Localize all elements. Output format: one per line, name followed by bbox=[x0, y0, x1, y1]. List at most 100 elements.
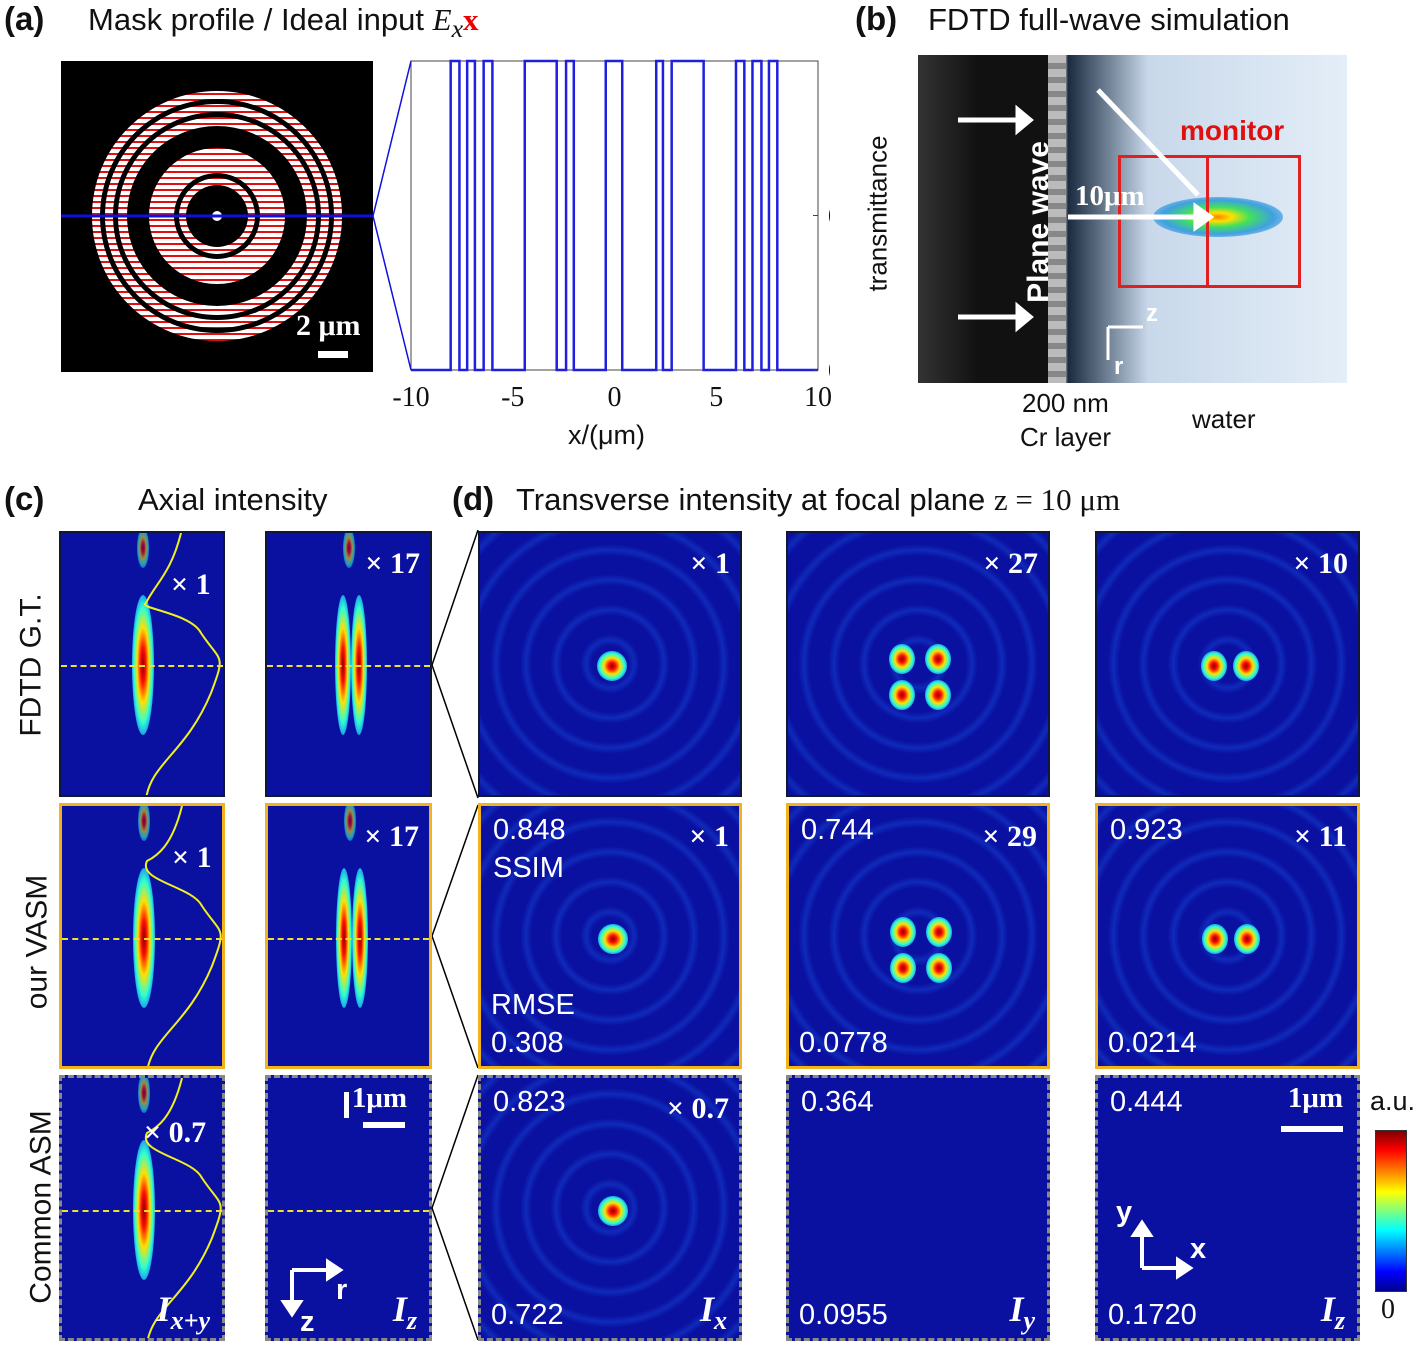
focal-spot bbox=[1200, 651, 1227, 681]
plane-wave-label: Plane wave bbox=[1021, 141, 1055, 303]
profile-line bbox=[411, 59, 818, 372]
scale-factor: × 1 bbox=[690, 547, 730, 580]
scale-factor: × 11 bbox=[1294, 820, 1347, 853]
ssim-label: SSIM bbox=[493, 852, 564, 884]
profile-chart: 00.51 bbox=[372, 55, 830, 385]
axis-y-label: y bbox=[1116, 1196, 1133, 1228]
side-lobe bbox=[137, 533, 149, 568]
panel-r2-c1: × 1 bbox=[59, 803, 225, 1069]
focal-spot bbox=[926, 953, 952, 983]
monitor-box bbox=[1118, 155, 1301, 288]
panel-r1-c2: × 17 bbox=[265, 531, 432, 797]
intensity-component-label: Iz bbox=[1321, 1288, 1345, 1336]
diffraction-rings bbox=[788, 533, 1048, 795]
y-tick-label: 1 bbox=[828, 55, 830, 76]
diffraction-rings bbox=[789, 806, 1047, 1066]
title-vector: x⃗ bbox=[463, 2, 503, 37]
monitor-label: monitor bbox=[1180, 115, 1285, 146]
focal-spot bbox=[1232, 651, 1259, 681]
x-tick-label: -10 bbox=[392, 382, 430, 413]
component-symbol: I bbox=[699, 1288, 714, 1329]
component-subscript: x bbox=[714, 1306, 727, 1335]
zoom-line-bottom bbox=[372, 215, 412, 371]
pulse bbox=[736, 61, 744, 370]
scale-factor: × 0.7 bbox=[144, 1116, 207, 1149]
focal-plane-line bbox=[268, 1210, 429, 1212]
mask-rings bbox=[61, 91, 373, 358]
row-label-common-asm: Common ASM bbox=[24, 1110, 58, 1304]
panel-b-label: (b) bbox=[855, 0, 898, 37]
focal-spot bbox=[1201, 924, 1228, 954]
title-text: Mask profile / Ideal input bbox=[88, 2, 433, 37]
x-tick-label: 5 bbox=[709, 382, 724, 413]
axis-r-label: r bbox=[1114, 353, 1124, 380]
panel-r1-d2: × 27 bbox=[786, 531, 1050, 797]
side-lobe bbox=[343, 533, 355, 568]
focal-plane-line bbox=[62, 938, 222, 940]
focal-spot bbox=[598, 1196, 628, 1226]
side-lobe bbox=[138, 1078, 150, 1113]
pulse bbox=[484, 61, 493, 370]
transmittance-label: transmittance bbox=[862, 135, 893, 292]
scale-factor: × 1 bbox=[689, 820, 729, 853]
intensity-component-label: Ix bbox=[700, 1288, 727, 1336]
panel-b-title: FDTD full-wave simulation bbox=[928, 2, 1290, 37]
focal-plane-line bbox=[61, 665, 223, 667]
panel-r1-c1: × 1 bbox=[59, 531, 225, 797]
x-tick-label: 10 bbox=[804, 382, 832, 413]
panel-r1-d1: × 1 bbox=[478, 531, 742, 797]
mask-image: 2 μm bbox=[61, 61, 373, 372]
scale-bar-label: 1μm bbox=[1287, 1082, 1343, 1114]
diffraction-rings bbox=[1097, 533, 1358, 795]
scale-bar bbox=[1281, 1126, 1343, 1132]
focal-spot bbox=[925, 680, 951, 710]
focal-spot bbox=[925, 644, 951, 674]
focal-spot bbox=[890, 917, 916, 947]
ssim-value: 0.444 bbox=[1110, 1086, 1183, 1118]
diffraction-rings bbox=[1098, 806, 1357, 1066]
axes-arrows bbox=[1098, 1078, 1218, 1338]
pulse bbox=[769, 61, 777, 370]
row-label-vasm: our VASM bbox=[20, 874, 54, 1010]
arrows bbox=[958, 88, 1215, 360]
intensity-component-label: Iz bbox=[393, 1288, 417, 1336]
title-math: z = 10 μm bbox=[993, 482, 1121, 517]
cr-layer-label: Cr layer bbox=[1020, 422, 1112, 452]
scale-factor: × 27 bbox=[983, 547, 1038, 580]
colorbar-unit: a.u. bbox=[1370, 1086, 1416, 1116]
title-text: Transverse intensity at focal plane bbox=[516, 482, 994, 517]
fdtd-simulation-image: Plane wave monitor 10μm z r bbox=[918, 55, 1347, 383]
component-subscript: z bbox=[406, 1306, 417, 1335]
panel-d-title: Transverse intensity at focal plane z = … bbox=[516, 482, 1120, 518]
focal-spot bbox=[597, 651, 627, 681]
axis-z-label: z bbox=[300, 1306, 315, 1338]
component-symbol: I bbox=[392, 1288, 407, 1329]
side-lobe bbox=[344, 806, 356, 841]
panel-r2-c2: × 17 bbox=[265, 803, 432, 1069]
cr-thickness-label: 200 nm bbox=[1022, 388, 1109, 418]
axis-r-label: r bbox=[336, 1274, 348, 1306]
cr-layer bbox=[1048, 55, 1066, 383]
scale-factor: × 17 bbox=[364, 820, 419, 853]
focal-spot bbox=[926, 917, 952, 947]
pulse bbox=[672, 61, 704, 370]
scale-bar bbox=[363, 1122, 405, 1128]
zoom-line-top bbox=[372, 60, 412, 217]
panel-c-label: (c) bbox=[4, 480, 45, 517]
axes-arrows bbox=[268, 1078, 358, 1338]
scale-factor: × 1 bbox=[171, 568, 211, 601]
panel-r1-d3: × 10 bbox=[1095, 531, 1360, 797]
component-subscript: y bbox=[1023, 1306, 1035, 1335]
focal-plane-line bbox=[268, 938, 429, 940]
scale-factor: × 1 bbox=[172, 841, 212, 874]
panel-c-title: Axial intensity bbox=[138, 482, 328, 517]
focal-spot bbox=[598, 924, 628, 954]
x-tick-label: 0 bbox=[607, 382, 622, 413]
intensity-component-label: Ix+y bbox=[157, 1288, 210, 1336]
